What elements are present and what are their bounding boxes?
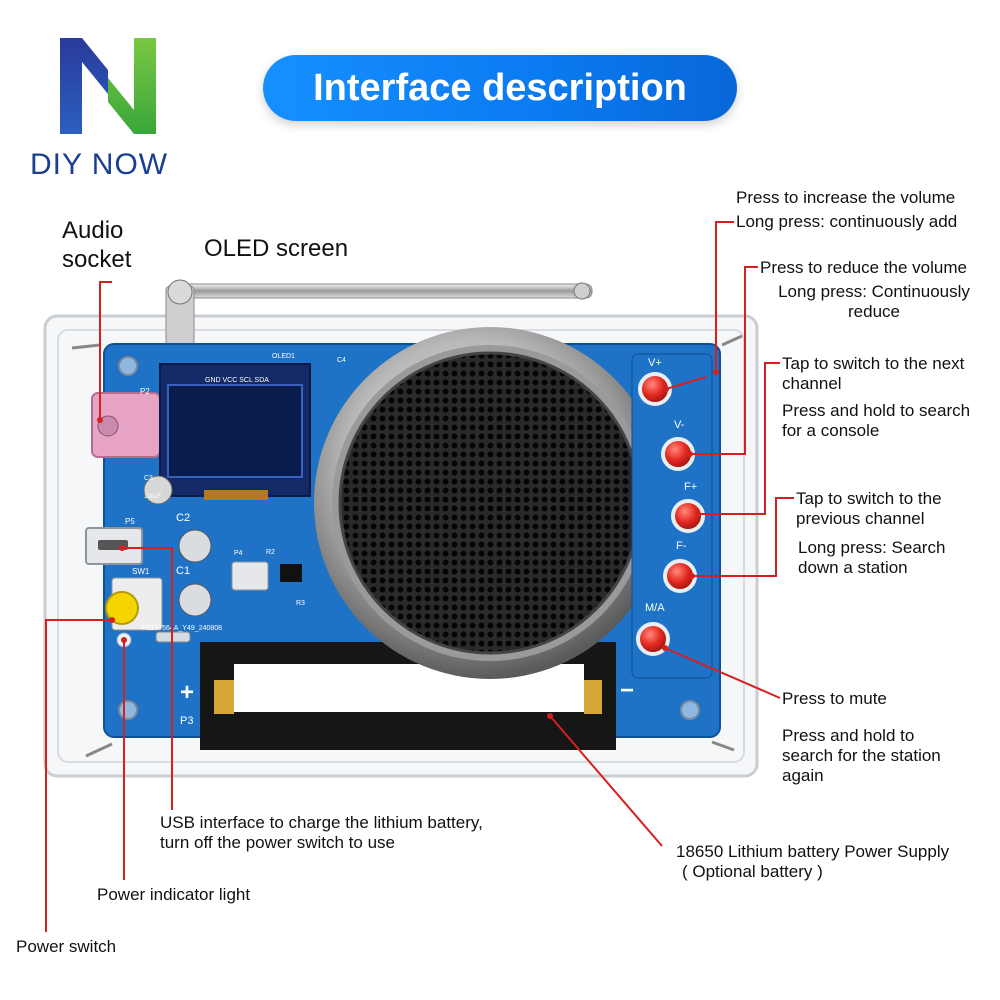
pointer-switch bbox=[45, 619, 112, 932]
callout-search-down: Long press: Search down a station bbox=[798, 538, 946, 577]
pointer-battery bbox=[549, 715, 663, 847]
callout-audio-socket: Audio socket bbox=[62, 217, 132, 273]
label-p5: P5 bbox=[125, 517, 135, 526]
pointer-volume-up bbox=[715, 221, 734, 372]
callout-prev-channel: Tap to switch to the previous channel bbox=[796, 489, 942, 528]
label-sw1: SW1 bbox=[132, 567, 150, 576]
label-oled1: OLED1 bbox=[272, 353, 295, 360]
btn-label-fminus: F- bbox=[676, 540, 687, 552]
pointer-usb bbox=[122, 547, 173, 810]
callout-power-light: Power indicator light bbox=[97, 885, 251, 904]
callout-search-console: Press and hold to search for a console bbox=[782, 401, 971, 440]
callout-next-channel: Tap to switch to the next channel bbox=[782, 354, 965, 393]
callout-search-again: Press and hold to search for the station… bbox=[782, 726, 941, 785]
label-c4: C4 bbox=[337, 357, 346, 364]
battery-plus: + bbox=[180, 679, 194, 706]
label-c2: C2 bbox=[176, 512, 190, 524]
label-p4: P4 bbox=[234, 550, 243, 557]
label-p3: P3 bbox=[180, 715, 193, 727]
battery-minus: − bbox=[620, 677, 634, 704]
label-c1: C1 bbox=[176, 565, 190, 577]
callout-power-switch: Power switch bbox=[16, 937, 117, 956]
btn-label-vminus: V- bbox=[674, 419, 685, 431]
callout-lines bbox=[45, 221, 794, 932]
callout-volume-up: Press to increase the volume Long press:… bbox=[736, 188, 958, 231]
brand-logo-icon bbox=[60, 38, 156, 134]
btn-label-vplus: V+ bbox=[648, 357, 662, 369]
label-c3-value: 100uF bbox=[144, 494, 161, 500]
oled-pin-labels: GND VCC SCL SDA bbox=[205, 377, 269, 384]
callout-mute: Press to mute bbox=[782, 689, 887, 708]
callout-battery: 18650 Lithium battery Power Supply ( Opt… bbox=[676, 842, 950, 881]
label-c3: C3 bbox=[144, 475, 153, 482]
label-r2: R2 bbox=[266, 549, 275, 556]
pointer-volume-down bbox=[690, 266, 758, 455]
side-buttons: V+ V- F+ F- M/A bbox=[631, 353, 713, 679]
pointer-audio bbox=[99, 281, 112, 420]
btn-label-fplus: F+ bbox=[684, 481, 697, 493]
pointer-mute bbox=[664, 647, 781, 699]
label-r3: R3 bbox=[296, 600, 305, 607]
pointer-prev bbox=[692, 497, 794, 577]
callout-oled-screen: OLED screen bbox=[204, 235, 349, 262]
pointer-next bbox=[698, 362, 780, 515]
brand-name: DIY NOW bbox=[30, 148, 169, 181]
label-p2: P2 bbox=[140, 387, 150, 396]
callout-volume-down: Press to reduce the volume Long press: C… bbox=[760, 258, 970, 321]
btn-label-ma: M/A bbox=[645, 602, 665, 614]
callout-usb: USB interface to charge the lithium batt… bbox=[160, 813, 483, 852]
page-title: Interface description bbox=[263, 55, 737, 121]
pcb-id: R1157564A_Y49_240808 bbox=[142, 625, 222, 632]
